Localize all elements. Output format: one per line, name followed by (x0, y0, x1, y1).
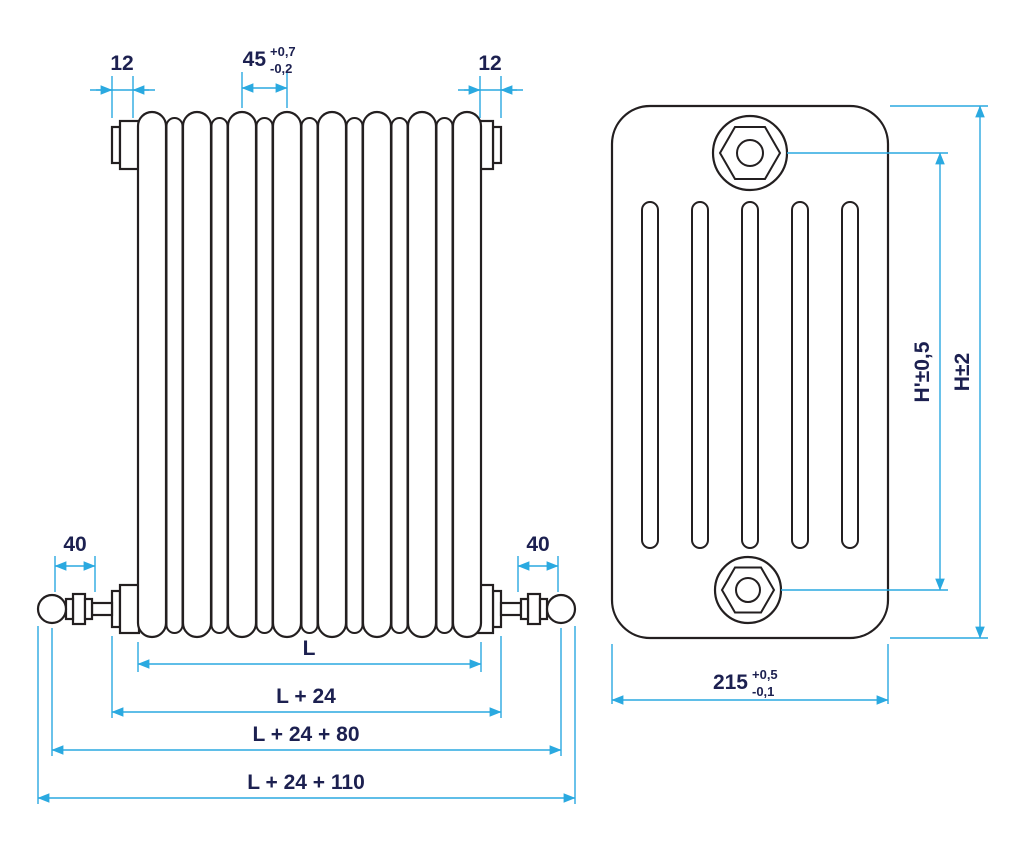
rear-tube (210, 117, 229, 634)
dim-label: 45 (243, 48, 267, 71)
front-tube (316, 110, 348, 639)
rear-tube (345, 117, 364, 634)
cap-flange (491, 125, 503, 165)
front-tube (181, 110, 213, 639)
rear-tube (165, 117, 184, 634)
top-left-cap (110, 119, 141, 171)
cap-flange (110, 589, 122, 629)
front-tube (226, 110, 258, 639)
dim-depth: 215 +0,5 -0,1 (611, 644, 889, 705)
rear-tube (300, 117, 319, 634)
bottom-left-cap (110, 583, 141, 635)
dim-label: H±2 (951, 353, 974, 391)
valve-tail (90, 601, 114, 617)
rear-tube (435, 117, 454, 634)
bottom-plug (713, 555, 783, 625)
dim-cap-left: 12 (90, 52, 155, 118)
valve-knob (545, 593, 577, 625)
column-slot (641, 201, 659, 549)
column-slot (691, 201, 709, 549)
front-tube (361, 110, 393, 639)
column-slot (741, 201, 759, 549)
dim-length-l: L (137, 637, 482, 672)
front-view (36, 110, 577, 639)
dim-label: L + 24 (276, 685, 336, 708)
radiator-rear-tubes (165, 117, 454, 634)
dim-label: 12 (110, 52, 133, 75)
dimensions: 12 12 45 +0,7 -0,2 40 (37, 44, 988, 804)
dim-height-centers: H'±0,5 (781, 152, 948, 591)
rear-tube (255, 117, 274, 634)
dim-label: 12 (478, 52, 501, 75)
valve-body (526, 592, 542, 626)
left-valve (36, 592, 114, 626)
front-tube (451, 110, 483, 639)
dim-cap-right: 12 (458, 52, 523, 118)
side-view (610, 104, 890, 640)
dim-tolerance-plus: +0,5 (752, 667, 778, 682)
dim-label: L + 24 + 80 (252, 723, 359, 746)
dim-label: H'±0,5 (911, 341, 934, 402)
dim-label: 40 (526, 533, 549, 556)
cap-flange (491, 589, 503, 629)
dim-tolerance-minus: -0,2 (270, 61, 292, 76)
dim-valve-left: 40 (54, 533, 96, 592)
cap-flange (110, 125, 122, 165)
valve-body (71, 592, 87, 626)
front-tube (271, 110, 303, 639)
right-valve (499, 592, 577, 626)
top-plug (711, 114, 789, 192)
dim-length-l24-80: L + 24 + 80 (51, 628, 562, 756)
front-tube (406, 110, 438, 639)
dim-length-l24-110: L + 24 + 110 (37, 626, 576, 804)
dim-tolerance-plus: +0,7 (270, 44, 296, 59)
dim-height-overall: H±2 (890, 105, 988, 639)
plug-hole (735, 577, 761, 603)
dim-label: 215 (713, 671, 748, 694)
valve-knob (36, 593, 68, 625)
column-slots (641, 201, 859, 549)
dim-label: L (303, 637, 316, 660)
plug-hole (736, 139, 764, 167)
dim-label: 40 (63, 533, 86, 556)
dim-valve-right: 40 (517, 533, 559, 592)
cap-body (118, 119, 141, 171)
valve-nut (519, 597, 530, 621)
column-slot (841, 201, 859, 549)
valve-nut (83, 597, 94, 621)
valve-tail (499, 601, 523, 617)
dim-length-l24: L + 24 (111, 636, 502, 718)
radiator-front-tubes (136, 110, 483, 639)
rear-tube (390, 117, 409, 634)
dim-label: L + 24 + 110 (247, 771, 365, 794)
dim-tube-pitch: 45 +0,7 -0,2 (241, 44, 296, 108)
cap-body (118, 583, 141, 635)
column-slot (791, 201, 809, 549)
front-tube (136, 110, 168, 639)
dim-tolerance-minus: -0,1 (752, 684, 774, 699)
